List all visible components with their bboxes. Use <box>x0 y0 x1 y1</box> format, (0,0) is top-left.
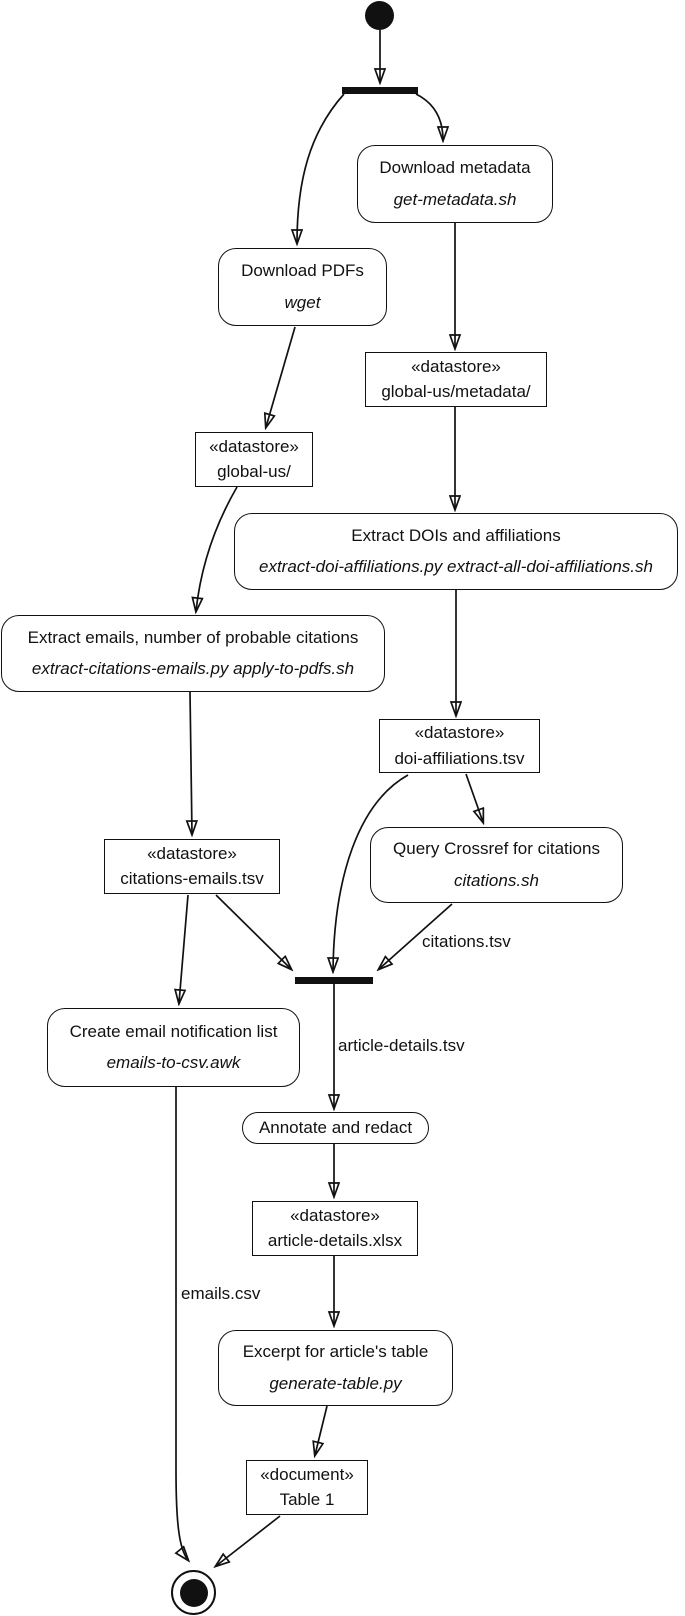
edge-download-pdfs-to-ds-globalus <box>266 326 296 427</box>
datastore-stereotype: «datastore» <box>290 1205 380 1225</box>
final-node-core <box>179 1578 208 1607</box>
datastore-stereotype: «datastore» <box>147 843 237 863</box>
edge-ds-citemails-to-create-email <box>179 894 189 1003</box>
activity-title: Extract DOIs and affiliations <box>351 525 561 545</box>
datastore-name: citations-emails.tsv <box>120 869 264 888</box>
activity-query-crossref: Query Crossref for citations citations.s… <box>370 827 623 903</box>
activity-script: extract-doi-affiliations.py extract-all-… <box>259 557 653 576</box>
edge-label-article-details-tsv: article-details.tsv <box>338 1036 465 1055</box>
activity-script: generate-table.py <box>269 1373 402 1393</box>
document-name: Table 1 <box>279 1490 335 1509</box>
edge-label-emails-csv: emails.csv <box>181 1284 261 1303</box>
datastore-name: doi-affiliations.tsv <box>394 748 525 768</box>
datastore-name: global-us/metadata/ <box>381 382 531 401</box>
fork-bar <box>342 87 418 94</box>
activity-title: Download metadata <box>379 158 531 178</box>
activity-download-metadata: Download metadata get-metadata.sh <box>357 145 553 223</box>
activity-download-pdfs: Download PDFs wget <box>218 248 387 326</box>
activity-script: emails-to-csv.awk <box>106 1053 241 1072</box>
document-stereotype: «document» <box>260 1464 354 1484</box>
final-node <box>171 1570 216 1615</box>
datastore-stereotype: «datastore» <box>209 436 299 456</box>
datastore-stereotype: «datastore» <box>414 723 505 743</box>
edge-ds-doiaff-to-join <box>333 774 409 971</box>
activity-title: Query Crossref for citations <box>393 839 600 859</box>
edge-ds-citemails-to-join <box>215 894 291 969</box>
datastore-doi-affiliations: «datastore» doi-affiliations.tsv <box>379 719 540 773</box>
edge-fork-to-download-pdfs <box>297 93 345 243</box>
join-bar <box>295 977 373 984</box>
datastore-citations-emails: «datastore» citations-emails.tsv <box>104 839 280 894</box>
activity-create-email-list: Create email notification list emails-to… <box>47 1008 300 1087</box>
activity-title: Extract emails, number of probable citat… <box>27 627 359 647</box>
activity-extract-dois: Extract DOIs and affiliations extract-do… <box>234 513 678 590</box>
edge-extract-emails-to-ds-citemails <box>190 691 192 834</box>
activity-script: wget <box>284 292 321 312</box>
edge-fork-to-download-metadata <box>415 93 443 140</box>
activity-title: Download PDFs <box>241 261 364 281</box>
edge-query-crossref-to-join <box>379 903 453 969</box>
datastore-article-details: «datastore» article-details.xlsx <box>252 1201 418 1256</box>
document-table-1: «document» Table 1 <box>246 1460 368 1515</box>
datastore-global-us: «datastore» global-us/ <box>195 432 313 487</box>
edge-label-citations-tsv: citations.tsv <box>422 932 511 951</box>
activity-title: Annotate and redact <box>258 1117 413 1137</box>
datastore-name: article-details.xlsx <box>267 1231 403 1250</box>
datastore-name: global-us/ <box>217 462 291 481</box>
initial-node <box>365 1 394 30</box>
activity-title: Excerpt for article's table <box>242 1342 429 1362</box>
edge-ds-globalus-to-extract-emails <box>196 486 238 611</box>
edge-excerpt-to-doc-table1 <box>315 1405 328 1455</box>
activity-script: get-metadata.sh <box>393 189 517 209</box>
activity-excerpt-table: Excerpt for article's table generate-tab… <box>218 1330 453 1406</box>
activity-script: citations.sh <box>453 870 540 890</box>
edge-ds-doiaff-to-query-crossref <box>465 773 483 822</box>
edge-doc-table1-to-end <box>216 1515 281 1566</box>
edge-create-email-to-end <box>176 1087 188 1560</box>
datastore-global-us-metadata: «datastore» global-us/metadata/ <box>365 352 547 407</box>
activity-title: Create email notification list <box>69 1021 278 1041</box>
activity-script: extract-citations-emails.py apply-to-pdf… <box>31 659 355 678</box>
datastore-stereotype: «datastore» <box>411 356 501 376</box>
activity-annotate-redact: Annotate and redact <box>242 1112 429 1144</box>
activity-extract-emails: Extract emails, number of probable citat… <box>1 615 385 692</box>
